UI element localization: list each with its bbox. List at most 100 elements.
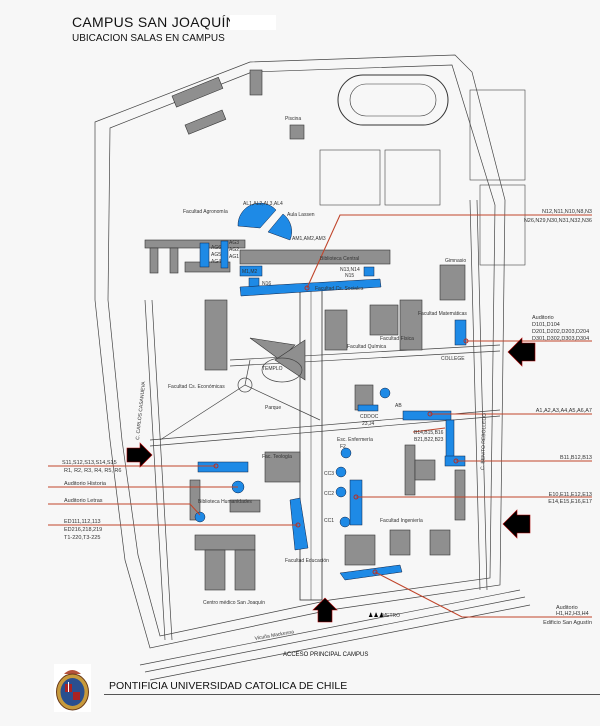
svg-text:CC2: CC2: [324, 491, 334, 497]
road-right: [469, 199, 488, 591]
svg-text:Facultad Matemáticas: Facultad Matemáticas: [418, 311, 467, 317]
svg-text:Esc. Enfermería: Esc. Enfermería: [337, 437, 373, 443]
svg-text:Auditorio: Auditorio: [532, 315, 554, 321]
university-seal-logo: [54, 664, 91, 712]
page-subtitle: UBICACION SALAS EN CAMPUS: [72, 33, 225, 44]
svg-text:Auditorio Letras: Auditorio Letras: [64, 498, 103, 504]
gray-buildings: [144, 69, 466, 591]
svg-text:AG4: AG4: [211, 259, 221, 265]
svg-text:AG5: AG5: [211, 252, 221, 258]
svg-text:C. CARLOS CASANUEVA: C. CARLOS CASANUEVA: [135, 380, 147, 440]
svg-text:23,J4: 23,J4: [362, 421, 374, 427]
svg-text:D201,D202,D203,D204: D201,D202,D203,D204: [532, 329, 589, 335]
athletics-track: [337, 74, 449, 126]
svg-text:Centro médico San Joaquín: Centro médico San Joaquín: [203, 600, 265, 606]
svg-text:AL1,AL2,AL3,AL4: AL1,AL2,AL3,AL4: [243, 201, 283, 207]
svg-text:METRO: METRO: [382, 613, 400, 619]
svg-text:D101,D104: D101,D104: [532, 322, 560, 328]
svg-text:N15: N15: [345, 273, 354, 279]
svg-text:Piscina: Piscina: [285, 116, 301, 122]
svg-text:Gimnasio: Gimnasio: [445, 258, 466, 264]
track-infield: [349, 83, 437, 117]
page-title: CAMPUS SAN JOAQUÍN: [72, 14, 237, 30]
svg-text:ED216,218,219: ED216,218,219: [64, 527, 102, 533]
classroom-buildings: [194, 202, 467, 581]
parque-paths: [159, 359, 321, 441]
metro-icon: ♟♟♟: [368, 612, 384, 619]
svg-text:N16: N16: [262, 281, 271, 287]
svg-text:AM1,AM2,AM3: AM1,AM2,AM3: [292, 236, 326, 242]
blank-patch: [230, 15, 276, 30]
svg-text:N13,N14: N13,N14: [340, 267, 360, 273]
svg-text:B11,B12,B13: B11,B12,B13: [560, 455, 592, 461]
svg-text:T1-220,T3-225: T1-220,T3-225: [64, 535, 100, 541]
svg-text:AG6: AG6: [211, 245, 221, 251]
entrance-arrow-icon: [126, 442, 153, 468]
parque-roundabout: [237, 377, 253, 393]
svg-text:M1,M2: M1,M2: [242, 269, 258, 275]
main-access-label: ACCESO PRINCIPAL CAMPUS: [283, 652, 369, 658]
building-labels: Piscina AL1,AL2,AL3,AL4 Aula Lassen AM1,…: [135, 116, 488, 642]
svg-text:AG2: AG2: [229, 247, 239, 253]
svg-text:A1,A2,A3,A4,A5,A6,A7: A1,A2,A3,A4,A5,A6,A7: [536, 408, 592, 414]
leader-lines: [48, 214, 592, 618]
entrance-arrow-icon: [507, 337, 536, 367]
svg-text:B21,B22,B23: B21,B22,B23: [414, 437, 444, 443]
svg-text:H1,H2,H3,H4: H1,H2,H3,H4: [556, 611, 589, 617]
cross-road-2: [229, 344, 501, 367]
central-walkway: [299, 289, 323, 601]
left-room-labels: S11,S12,S13,S14,S15 R1, R2, R3, R4, R5, …: [62, 460, 121, 541]
svg-text:D301,D302,D303,D304: D301,D302,D303,D304: [532, 336, 589, 342]
svg-text:N26,N29,N30,N31,N32,N36: N26,N29,N30,N31,N32,N36: [524, 218, 592, 224]
svg-text:Facultad Ingeniería: Facultad Ingeniería: [380, 518, 423, 524]
templo: [249, 337, 306, 383]
svg-text:AG3: AG3: [229, 240, 239, 246]
avenue: [139, 589, 531, 681]
svg-text:Facultad Cs. Económicas: Facultad Cs. Económicas: [168, 384, 225, 390]
svg-text:CC1: CC1: [324, 518, 334, 524]
right-room-labels: N12,N11,N10,N8,N3 N26,N29,N30,N31,N32,N3…: [524, 209, 592, 626]
svg-text:Facultad Física: Facultad Física: [380, 336, 414, 342]
footer-divider: [104, 694, 600, 695]
svg-text:Parque: Parque: [265, 405, 281, 411]
svg-text:N12,N11,N10,N8,N3: N12,N11,N10,N8,N3: [542, 209, 592, 215]
road-left: [144, 299, 173, 641]
svg-text:B14,B15,B16: B14,B15,B16: [414, 430, 444, 436]
svg-text:Auditorio: Auditorio: [556, 605, 578, 611]
campus-boundary: [94, 54, 506, 649]
svg-text:C. BENITO REBOLLEDO: C. BENITO REBOLLEDO: [480, 413, 488, 470]
entrance-arrow-icon: [502, 509, 531, 539]
svg-text:Facultad Química: Facultad Química: [347, 344, 386, 350]
svg-text:Facultad Educación: Facultad Educación: [285, 558, 329, 564]
svg-text:Biblioteca Central: Biblioteca Central: [320, 256, 359, 262]
svg-text:CDDOC: CDDOC: [360, 414, 379, 420]
svg-text:Edificio San Agustín: Edificio San Agustín: [543, 620, 592, 626]
svg-text:Fac. Teología: Fac. Teología: [262, 454, 292, 460]
leader-dots: [213, 285, 469, 575]
svg-text:COLLEGE: COLLEGE: [441, 356, 465, 362]
svg-text:S11,S12,S13,S14,S15: S11,S12,S13,S14,S15: [62, 460, 117, 466]
svg-text:F2: F2: [340, 444, 346, 450]
entrance-arrow-icon: [312, 597, 338, 623]
inner-boundary: [107, 64, 496, 637]
field-4: [479, 184, 526, 266]
svg-text:Biblioteca Humanidades: Biblioteca Humanidades: [198, 499, 252, 505]
svg-text:Aula Lassen: Aula Lassen: [287, 212, 315, 218]
svg-text:Facultad Cs. Sociales: Facultad Cs. Sociales: [315, 286, 364, 292]
svg-text:CC3: CC3: [324, 471, 334, 477]
svg-text:E10,E11,E12,E13: E10,E11,E12,E13: [549, 492, 592, 498]
field-2: [384, 149, 441, 206]
field-3: [469, 89, 526, 181]
svg-text:AB: AB: [395, 403, 402, 409]
svg-text:ED111,112,113: ED111,112,113: [64, 519, 101, 525]
svg-text:Vicuña Mackenna: Vicuña Mackenna: [254, 629, 294, 642]
svg-text:R1, R2, R3, R4, R5, R6: R1, R2, R3, R4, R5, R6: [64, 468, 121, 474]
field-1: [319, 149, 381, 206]
university-name: PONTIFICIA UNIVERSIDAD CATOLICA DE CHILE: [109, 680, 348, 692]
svg-text:TEMPLO: TEMPLO: [262, 366, 283, 372]
svg-text:E14,E15,E16,E17: E14,E15,E16,E17: [548, 499, 592, 505]
svg-text:Facultad Agronomía: Facultad Agronomía: [183, 209, 228, 215]
svg-text:Auditorio Historia: Auditorio Historia: [64, 481, 107, 487]
svg-text:AG1: AG1: [229, 254, 239, 260]
